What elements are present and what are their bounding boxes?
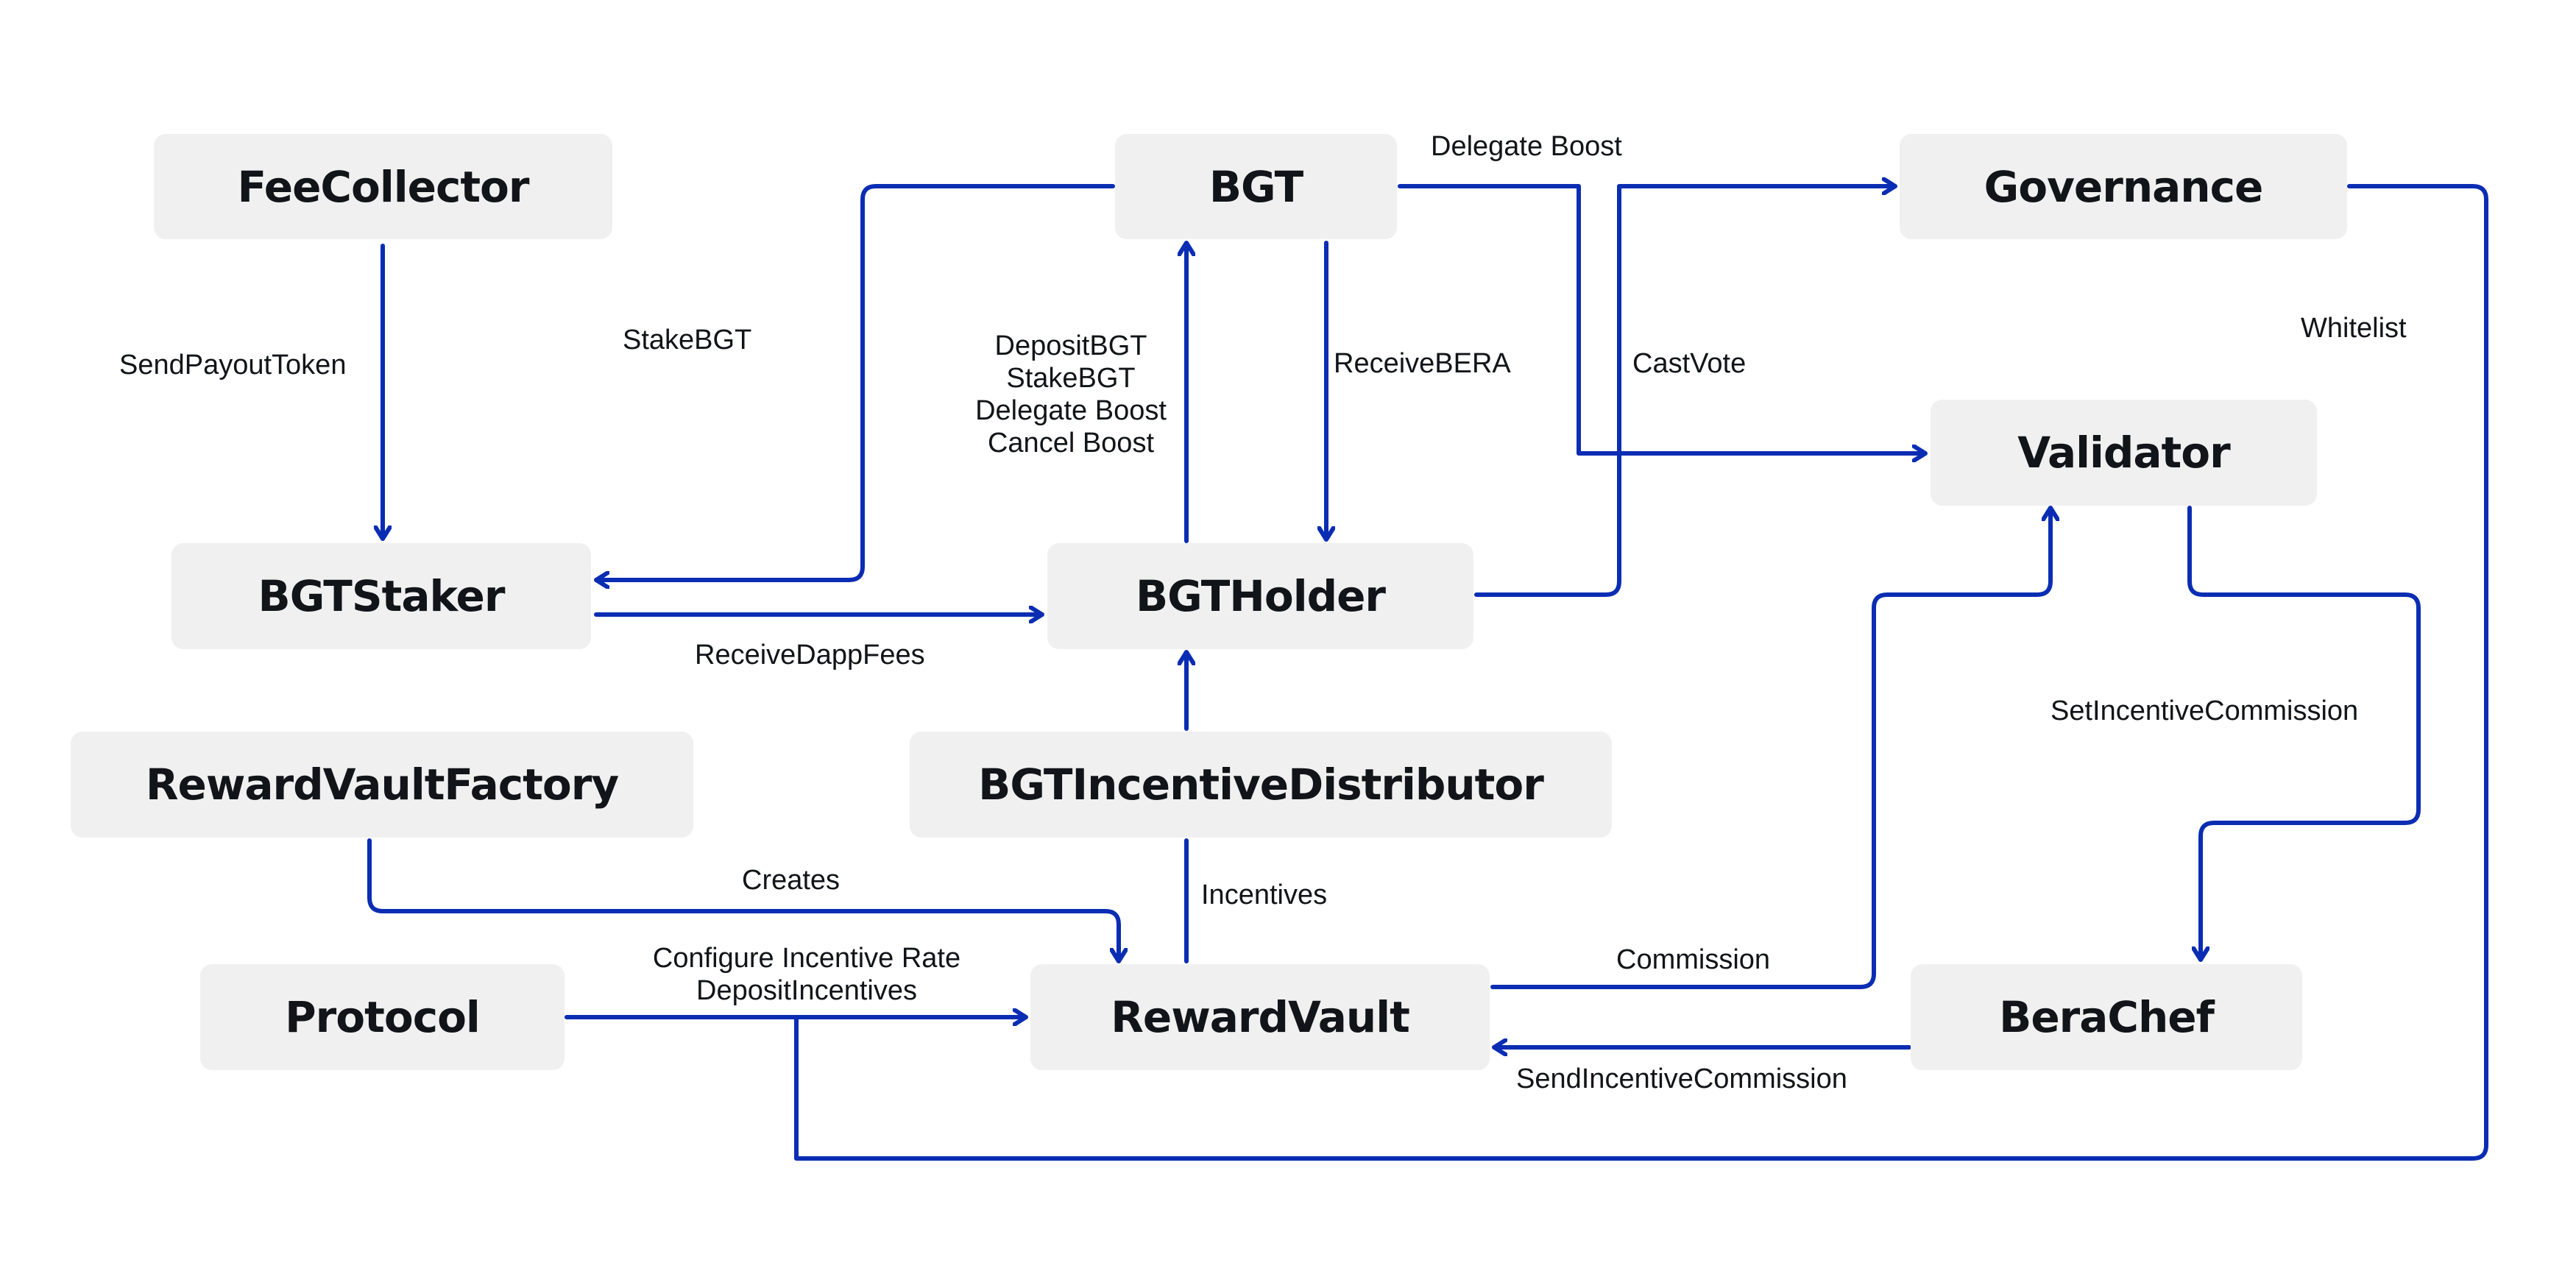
- node-protocol: Protocol: [200, 964, 565, 1070]
- label-whitelist: Whitelist: [2301, 313, 2407, 344]
- label-commission: Commission: [1616, 944, 1771, 975]
- edge-creates: [367, 838, 1119, 963]
- node-fee-collector: FeeCollector: [154, 134, 612, 239]
- label-creates: Creates: [742, 865, 841, 896]
- label-stake-bgt-2: StakeBGT: [1006, 363, 1136, 394]
- label-delegate-boost-2: Delegate Boost: [975, 395, 1167, 426]
- label-set-incentive-commission: SetIncentiveCommission: [2050, 696, 2359, 726]
- label-receive-dapp-fees: ReceiveDappFees: [695, 640, 925, 670]
- label-delegate-boost: Delegate Boost: [1431, 131, 1622, 162]
- node-reward-vault-factory: RewardVaultFactory: [71, 732, 693, 838]
- label-receive-bera: ReceiveBERA: [1334, 348, 1511, 379]
- edge-cast-vote: [1474, 186, 1897, 597]
- node-reward-vault: RewardVault: [1030, 964, 1490, 1070]
- edge-whitelist: [794, 184, 2488, 1161]
- label-cancel-boost: Cancel Boost: [987, 428, 1154, 459]
- edge-set-incentive-commission: [2187, 506, 2421, 962]
- label-deposit-bgt: DepositBGT: [994, 330, 1147, 361]
- label-send-incentive-commission: SendIncentiveCommission: [1516, 1064, 1847, 1094]
- edge-stake-bgt: [594, 184, 1115, 580]
- node-validator: Validator: [1931, 400, 2317, 506]
- node-bgt-holder: BGTHolder: [1047, 543, 1473, 649]
- node-bgt-staker: BGTStaker: [171, 543, 591, 649]
- edge-delegate-boost: [1398, 184, 1928, 453]
- label-incentives: Incentives: [1201, 880, 1328, 910]
- label-deposit-incentives: DepositIncentives: [696, 975, 917, 1006]
- node-governance: Governance: [1900, 134, 2347, 239]
- label-configure-incentive-rate: Configure Incentive Rate: [652, 943, 961, 974]
- label-configure: Configure Incentive Rate DepositIncentiv…: [630, 942, 983, 1007]
- node-bera-chef: BeraChef: [1911, 964, 2302, 1070]
- label-send-payout-token: SendPayoutToken: [119, 350, 347, 381]
- node-bgt-incentive-distributor: BGTIncentiveDistributor: [910, 732, 1612, 838]
- label-stake-bgt: StakeBGT: [623, 325, 752, 355]
- edge-commission: [1490, 506, 2050, 989]
- node-bgt: BGT: [1115, 134, 1397, 239]
- label-holder-to-bgt: DepositBGT StakeBGT Delegate Boost Cance…: [957, 330, 1185, 459]
- label-cast-vote: CastVote: [1632, 348, 1747, 379]
